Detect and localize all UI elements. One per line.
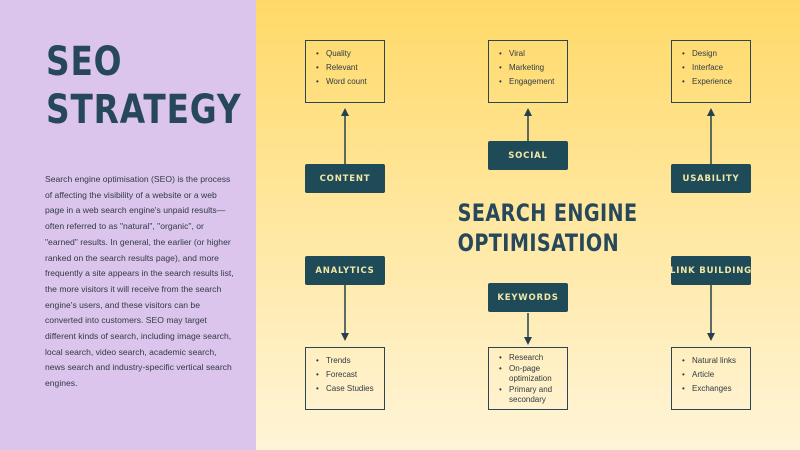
usability-item: Design — [680, 47, 744, 61]
description-text: Search engine optimisation (SEO) is the … — [45, 174, 234, 389]
left-panel: SEO STRATEGY Search engine optimisation … — [0, 0, 256, 450]
page-title: SEO STRATEGY — [46, 38, 242, 134]
center-title-line-1: SEARCH ENGINE — [457, 199, 638, 227]
usability-box: Design Interface Experience — [671, 40, 751, 103]
title-line-1: SEO — [46, 39, 123, 85]
content-box: Quality Relevant Word count — [305, 40, 385, 103]
social-box: Viral Marketing Engagement — [488, 40, 568, 103]
social-item: Viral — [497, 47, 561, 61]
analytics-box: Trends Forecast Case Studies — [305, 347, 385, 410]
analytics-item: Case Studies — [314, 382, 378, 396]
keywords-item: Primary and secondary — [497, 385, 561, 406]
keywords-item: Research — [497, 353, 561, 364]
keywords-item: On-page optimization — [497, 364, 561, 385]
usability-item: Experience — [680, 75, 744, 89]
node-analytics: ANALYTICS — [305, 256, 385, 285]
title-line-2: STRATEGY — [46, 87, 242, 133]
link-building-item: Exchanges — [680, 382, 744, 396]
center-title-line-2: OPTIMISATION — [457, 229, 620, 257]
node-content: CONTENT — [305, 164, 385, 193]
link-building-item: Article — [680, 368, 744, 382]
node-keywords: KEYWORDS — [488, 283, 568, 312]
link-building-item: Natural links — [680, 354, 744, 368]
usability-item: Interface — [680, 61, 744, 75]
content-item: Relevant — [314, 61, 378, 75]
analytics-item: Forecast — [314, 368, 378, 382]
analytics-item: Trends — [314, 354, 378, 368]
keywords-box: Research On-page optimization Primary an… — [488, 347, 568, 410]
social-item: Marketing — [497, 61, 561, 75]
node-usability: USABILITY — [671, 164, 751, 193]
link-building-box: Natural links Article Exchanges — [671, 347, 751, 410]
node-link-building: LINK BUILDING — [670, 256, 751, 285]
content-item: Word count — [314, 75, 378, 89]
content-item: Quality — [314, 47, 378, 61]
social-item: Engagement — [497, 75, 561, 89]
node-social: SOCIAL — [488, 141, 568, 170]
center-title: SEARCH ENGINE OPTIMISATION — [457, 198, 638, 258]
